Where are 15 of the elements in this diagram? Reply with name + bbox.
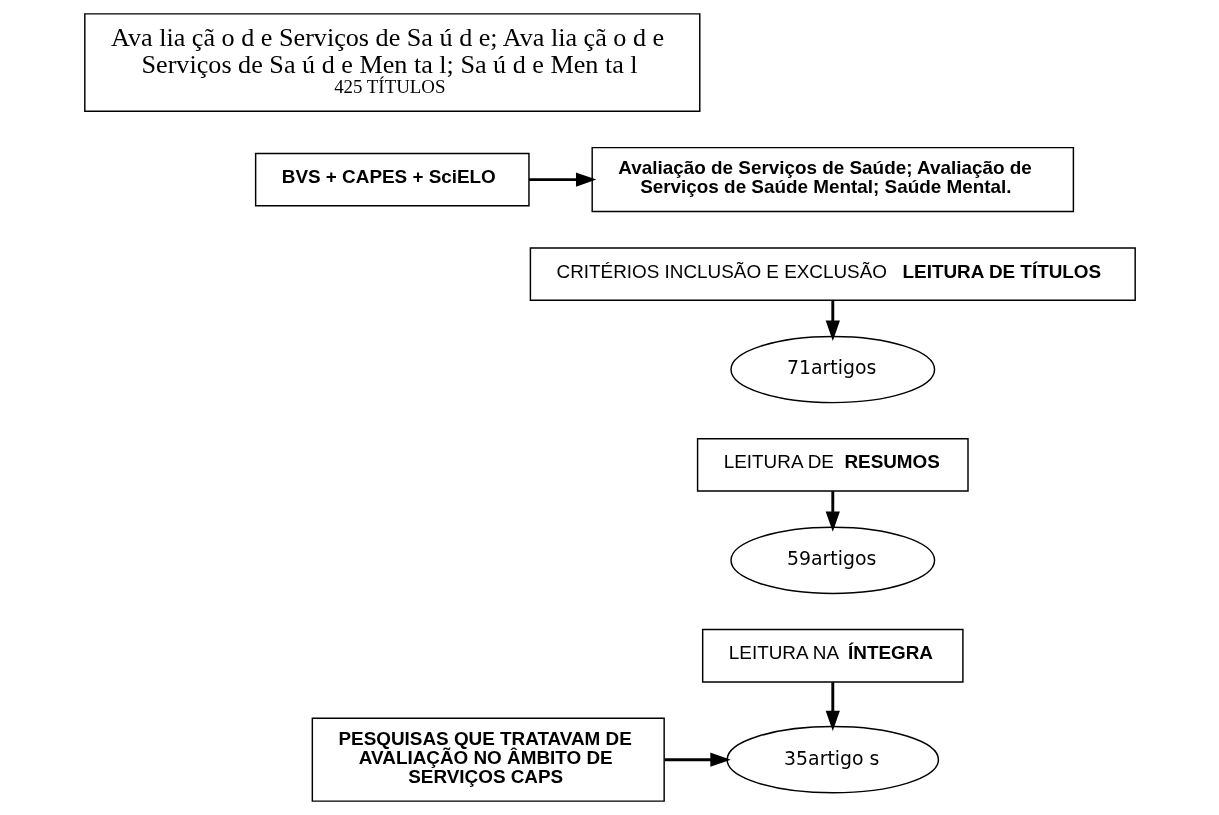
arrow: [528, 172, 596, 187]
arrow: [825, 682, 840, 732]
node-box: PESQUISAS QUE TRATAVAM DE AVALIAÇÃO NO ÂMBITO DE SERVIÇOS CAPS: [311, 717, 665, 802]
node-box: Avaliação de Serviços de Saúde; Avaliação de Serviços de Saúde Mental; Saúde Mental.: [590, 146, 1074, 213]
arrow: [664, 752, 731, 767]
arrow: [825, 491, 840, 532]
node-box: LEITURA DE RESUMOS: [696, 438, 969, 492]
node-box: LEITURA NA ÍNTEGRA: [701, 628, 964, 683]
node-box: BVS + CAPES + SciELO: [254, 152, 530, 207]
node-ellipse: 35artigo s: [725, 725, 939, 794]
node-ellipse: 71artigos: [729, 335, 935, 404]
node-box: CRITÉRIOS INCLUSÃO E EXCLUSÃO LEITURA DE TÍTULOS: [529, 247, 1136, 301]
node-ellipse: 59artigos: [729, 526, 935, 595]
node-box: Ava lia çã o d e Serviços de Sa ú d e; Ava lia çã o d e Serviços de Sa ú d e Men ta l; Sa ú d e Men ta l 425 TÍTULOS: [83, 13, 700, 112]
arrow: [825, 300, 840, 341]
